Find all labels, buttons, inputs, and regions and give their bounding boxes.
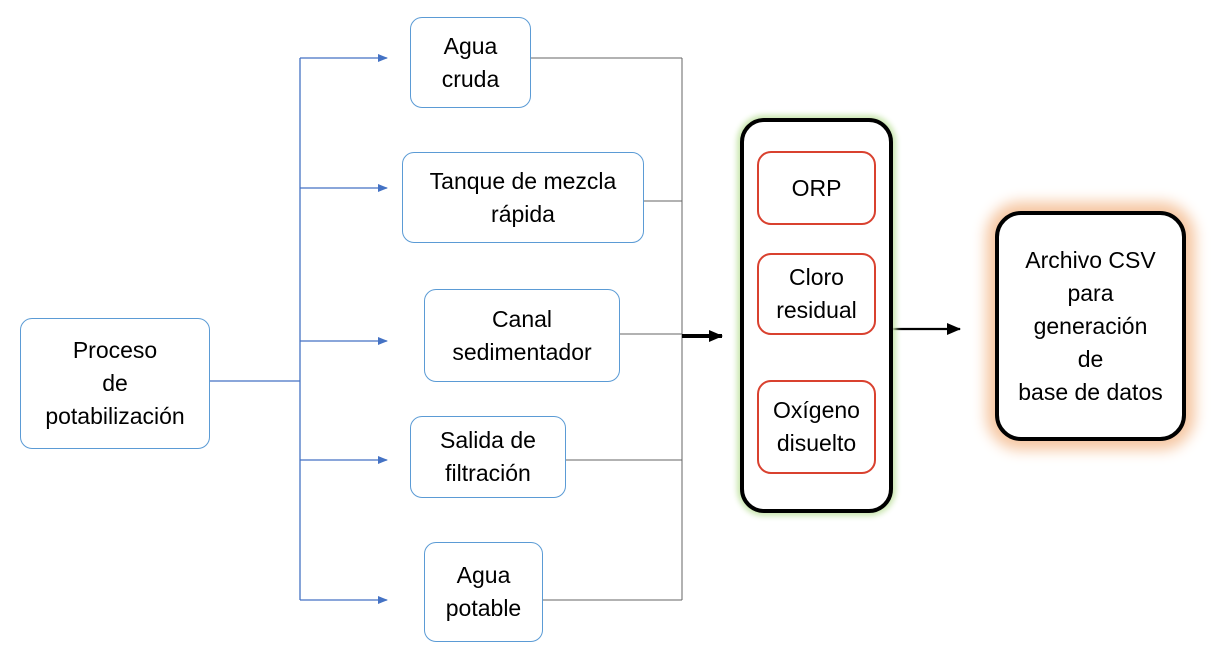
parameter-label: Cloro residual [776, 264, 857, 323]
output-node-csv: Archivo CSV para generación de base de d… [995, 211, 1186, 441]
stage-label: Salida de filtración [440, 427, 536, 486]
parameter-oxigeno-disuelto: Oxígeno disuelto [757, 380, 876, 474]
source-label: Proceso de potabilización [45, 337, 185, 429]
stage-node-salida-filtracion: Salida de filtración [410, 416, 566, 498]
output-label: Archivo CSV para generación de base de d… [1018, 246, 1163, 405]
stage-label: Tanque de mezcla rápida [429, 167, 617, 227]
parameter-label: Oxígeno disuelto [773, 397, 860, 456]
parameter-label: ORP [791, 174, 842, 201]
stage-label: Canal sedimentador [452, 305, 592, 365]
stage-node-agua-cruda: Agua cruda [410, 17, 531, 108]
stage-node-canal-sedimentador: Canal sedimentador [424, 289, 620, 382]
stage-label: Agua potable [445, 562, 522, 621]
source-node: Proceso de potabilización [20, 318, 210, 449]
parameter-cloro-residual: Cloro residual [757, 253, 876, 335]
stage-node-tanque-mezcla: Tanque de mezcla rápida [402, 152, 644, 243]
stage-node-agua-potable: Agua potable [424, 542, 543, 642]
parameter-orp: ORP [757, 151, 876, 225]
stage-label: Agua cruda [441, 32, 500, 92]
